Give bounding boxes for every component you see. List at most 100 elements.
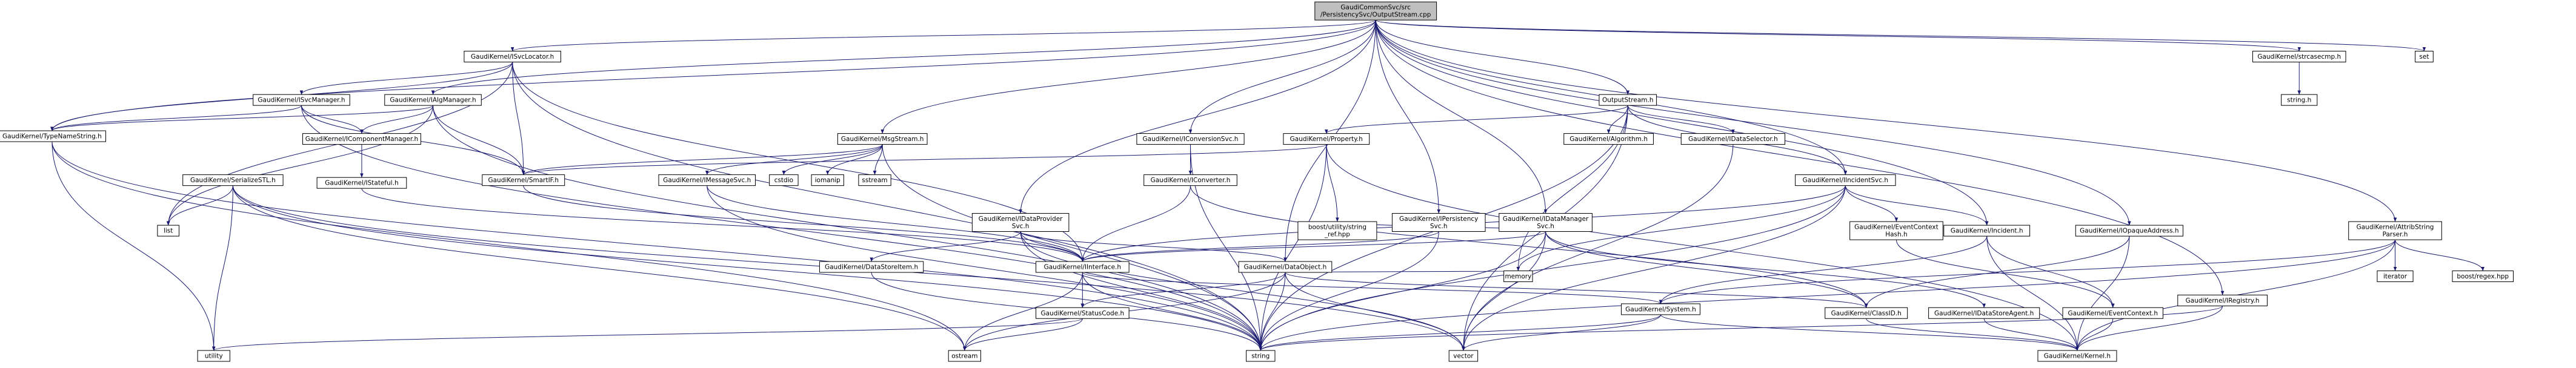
edge-incident-to-system <box>1659 236 1988 304</box>
edge-ialgmanager-to-string <box>433 105 1263 351</box>
node-outputstream[interactable]: OutputStream.h <box>1599 94 1657 106</box>
node-label: GaudiKernel/ClassID.h <box>1831 310 1902 317</box>
node-iterator: iterator <box>2377 270 2414 282</box>
edge-dataobject-to-string <box>1259 272 1286 351</box>
node-boostregex: boost/regex.hpp <box>2452 270 2514 282</box>
node-vector: vector <box>1448 350 1479 362</box>
edge-iinterface-to-ostream <box>963 272 1083 351</box>
node-boost: boost/utility/string_ref.hpp <box>1297 221 1377 240</box>
node-iopaqueaddress[interactable]: GaudiKernel/IOpaqueAddress.h <box>2075 225 2183 237</box>
node-label: iomanip <box>815 177 841 184</box>
node-strcasecmp[interactable]: GaudiKernel/strcasecmp.h <box>2252 50 2346 62</box>
node-serializestl[interactable]: GaudiKernel/SerializeSTL.h <box>182 174 284 186</box>
node-svclocator[interactable]: GaudiKernel/ISvcLocator.h <box>464 50 561 62</box>
node-idatastoreitem[interactable]: GaudiKernel/DataStoreItem.h <box>819 261 924 273</box>
dependency-nodes: GaudiCommonSvc/src/PersistencySvc/Output… <box>0 1 2514 362</box>
node-label: string <box>1251 353 1270 360</box>
node-idataselector[interactable]: GaudiKernel/IDataSelector.h <box>1680 133 1786 145</box>
node-imessagesvc[interactable]: GaudiKernel/IMessageSvc.h <box>658 174 756 186</box>
node-stringh: string.h <box>2281 94 2318 106</box>
node-box <box>157 225 179 237</box>
node-label: utility <box>205 353 223 360</box>
node-iregistry[interactable]: GaudiKernel/IRegistry.h <box>2177 294 2268 306</box>
node-label: GaudiKernel/IConversionSvc.h <box>1143 136 1239 143</box>
node-label: /PersistencySvc/OutputStream.cpp <box>1320 12 1431 19</box>
node-typenamestring[interactable]: GaudiKernel/TypeNameString.h <box>0 130 107 142</box>
node-incident[interactable]: GaudiKernel/Incident.h <box>1943 225 2031 237</box>
node-root[interactable]: GaudiCommonSvc/src/PersistencySvc/Output… <box>1314 1 1437 21</box>
edge-iincidentsvc-to-vector <box>1462 185 1846 351</box>
node-box <box>2348 221 2442 240</box>
node-box <box>182 174 284 186</box>
edge-msgstream-to-sstream <box>873 144 883 175</box>
edge-property-to-boost <box>1326 144 1339 222</box>
edge-root-to-outputstream <box>1375 20 1630 95</box>
edge-idatamanager-to-iinterface <box>1080 231 1546 262</box>
node-box <box>1825 307 1908 319</box>
node-label: set <box>2419 53 2429 61</box>
node-label: GaudiKernel/IDataManager <box>1503 215 1589 223</box>
edge-svclocator-to-string <box>512 62 1263 351</box>
node-icomponentmanager[interactable]: GaudiKernel/IComponentManager.h <box>302 133 421 145</box>
node-kernel[interactable]: GaudiKernel/Kernel.h <box>2037 350 2117 362</box>
node-algorithm[interactable]: GaudiKernel/Algorithm.h <box>1563 133 1654 145</box>
node-eventcontext[interactable]: GaudiKernel/EventContext.h <box>2062 307 2163 319</box>
node-label: GaudiKernel/IInterface.h <box>1044 264 1121 271</box>
node-iincidentsvc[interactable]: GaudiKernel/IIncidentSvc.h <box>1795 174 1896 186</box>
node-istateful[interactable]: GaudiKernel/IStateful.h <box>316 177 407 189</box>
node-isvcmanager[interactable]: GaudiKernel/ISvcManager.h <box>253 94 350 106</box>
node-box <box>1448 350 1479 362</box>
edge-iregistry-to-string <box>1259 305 2223 351</box>
node-label: Parser.h <box>2383 231 2408 238</box>
node-box <box>1136 133 1245 145</box>
node-statuscode[interactable]: GaudiKernel/StatusCode.h <box>1036 307 1130 319</box>
edge-root-to-set <box>1375 19 2426 51</box>
node-idatastoreagent[interactable]: GaudiKernel/IDataStoreAgent.h <box>1928 307 2040 319</box>
node-label: GaudiKernel/MsgStream.h <box>841 136 924 143</box>
node-msgstream[interactable]: GaudiKernel/MsgStream.h <box>837 133 928 145</box>
node-system[interactable]: GaudiKernel/System.h <box>1621 303 1701 315</box>
edge-svclocator-to-smartif <box>512 62 525 175</box>
node-box <box>1849 221 1943 240</box>
edge-idatamanager-to-classid <box>1545 231 1868 308</box>
node-box <box>1795 174 1896 186</box>
edge-system-to-kernel <box>1660 314 2079 351</box>
node-box <box>837 133 928 145</box>
node-label: Svc.h <box>1537 223 1554 230</box>
node-classid[interactable]: GaudiKernel/ClassID.h <box>1825 307 1908 319</box>
node-label: sstream <box>862 177 887 184</box>
edge-istateful-to-iinterface <box>361 188 1084 262</box>
node-label: Svc.h <box>1012 223 1030 230</box>
node-smartif[interactable]: GaudiKernel/SmartIF.h <box>482 174 565 186</box>
node-iinterface[interactable]: GaudiKernel/IInterface.h <box>1036 261 1130 273</box>
edge-property-to-smartif <box>522 144 1327 176</box>
node-box <box>819 261 924 273</box>
node-label: GaudiKernel/StatusCode.h <box>1040 310 1124 317</box>
node-label: GaudiCommonSvc/src <box>1340 4 1411 12</box>
edge-iincidentsvc-to-memory <box>1516 185 1846 271</box>
node-label: GaudiKernel/IDataSelector.h <box>1688 136 1778 143</box>
node-iconversionsvc[interactable]: GaudiKernel/IConversionSvc.h <box>1136 133 1245 145</box>
edge-root-to-svclocator <box>511 19 1376 51</box>
node-box <box>302 133 421 145</box>
node-iconverter[interactable]: GaudiKernel/IConverter.h <box>1143 174 1237 186</box>
node-dataobject[interactable]: GaudiKernel/DataObject.h <box>1238 261 1333 273</box>
node-box <box>253 94 350 106</box>
node-ialgmanager[interactable]: GaudiKernel/IAlgManager.h <box>384 94 482 106</box>
node-cstdio: cstdio <box>769 174 799 186</box>
node-label: GaudiKernel/IIncidentSvc.h <box>1803 177 1888 184</box>
edge-statuscode-to-ostream <box>963 318 1083 351</box>
edge-idatastoreagent-to-kernel <box>1983 318 2079 351</box>
node-box <box>658 174 756 186</box>
node-box <box>1621 303 1701 315</box>
edge-incident-to-kernel <box>1986 236 2079 351</box>
node-property[interactable]: GaudiKernel/Property.h <box>1283 133 1370 145</box>
node-label: GaudiKernel/EventContext <box>1854 224 1939 231</box>
edge-imessagesvc-to-string <box>707 185 1263 351</box>
